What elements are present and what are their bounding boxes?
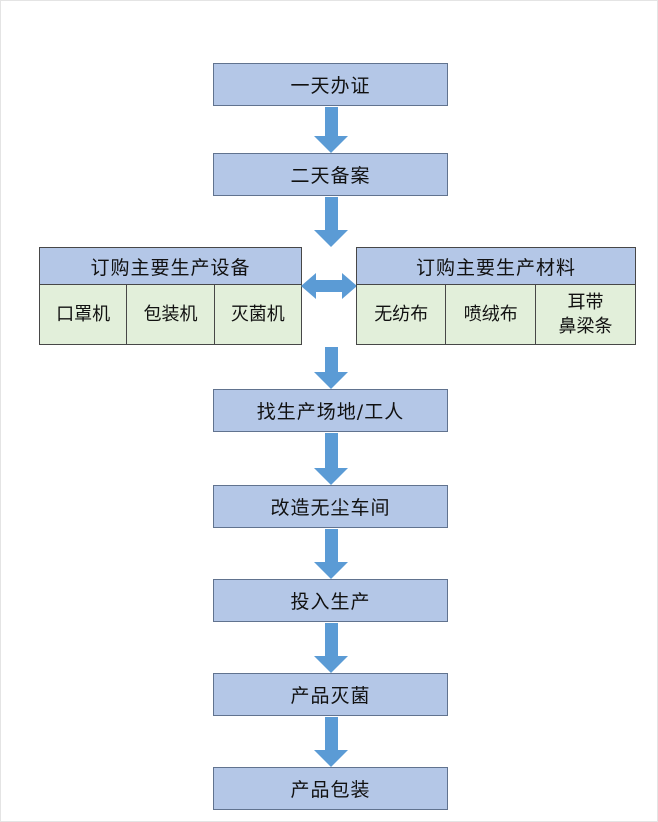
- double-arrow-icon: [301, 273, 357, 299]
- flow-step-workshop: 改造无尘车间: [213, 485, 448, 528]
- materials-table-header: 订购主要生产材料: [356, 247, 636, 285]
- materials-table-row: 无纺布 喷绒布 耳带 鼻梁条: [356, 285, 637, 345]
- arrow-down-icon: [314, 529, 348, 579]
- arrow-shaft: [324, 107, 338, 136]
- materials-cell-meltblown-fabric: 喷绒布: [446, 285, 536, 345]
- arrow-head: [314, 656, 348, 673]
- arrow-shaft: [316, 280, 342, 292]
- flow-step-permit: 一天办证: [213, 63, 448, 106]
- materials-table: 订购主要生产材料 无纺布 喷绒布 耳带 鼻梁条: [356, 247, 637, 345]
- equipment-table-row: 口罩机 包装机 灭菌机: [39, 285, 302, 345]
- flow-step-sterilize: 产品灭菌: [213, 673, 448, 716]
- arrow-down-icon: [314, 347, 348, 389]
- arrow-head: [314, 468, 348, 485]
- flow-step-production: 投入生产: [213, 579, 448, 622]
- equipment-cell-sterilizer-machine: 灭菌机: [214, 285, 302, 345]
- arrow-head: [314, 136, 348, 153]
- arrow-head: [314, 562, 348, 579]
- equipment-table-header: 订购主要生产设备: [39, 247, 302, 285]
- arrow-shaft: [324, 717, 338, 750]
- equipment-cell-mask-machine: 口罩机: [39, 285, 128, 345]
- arrow-down-icon: [314, 433, 348, 485]
- arrow-head: [314, 372, 348, 389]
- flow-step-filing: 二天备案: [213, 153, 448, 196]
- arrow-head: [314, 230, 348, 247]
- arrow-shaft: [324, 529, 338, 562]
- flow-step-packaging: 产品包装: [213, 767, 448, 810]
- arrow-shaft: [324, 347, 338, 372]
- materials-cell-earloop-nosewire: 耳带 鼻梁条: [535, 285, 637, 345]
- flow-step-site: 找生产场地/工人: [213, 389, 448, 432]
- arrow-head-right: [342, 273, 357, 299]
- equipment-table: 订购主要生产设备 口罩机 包装机 灭菌机: [39, 247, 302, 345]
- arrow-down-icon: [314, 623, 348, 673]
- equipment-cell-packing-machine: 包装机: [127, 285, 215, 345]
- materials-cell-nonwoven-fabric: 无纺布: [356, 285, 447, 345]
- arrow-shaft: [324, 433, 338, 468]
- arrow-shaft: [324, 197, 338, 230]
- arrow-down-icon: [314, 107, 348, 153]
- arrow-shaft: [324, 623, 338, 656]
- arrow-down-icon: [314, 197, 348, 247]
- arrow-head: [314, 750, 348, 767]
- arrow-head-left: [301, 273, 316, 299]
- arrow-down-icon: [314, 717, 348, 767]
